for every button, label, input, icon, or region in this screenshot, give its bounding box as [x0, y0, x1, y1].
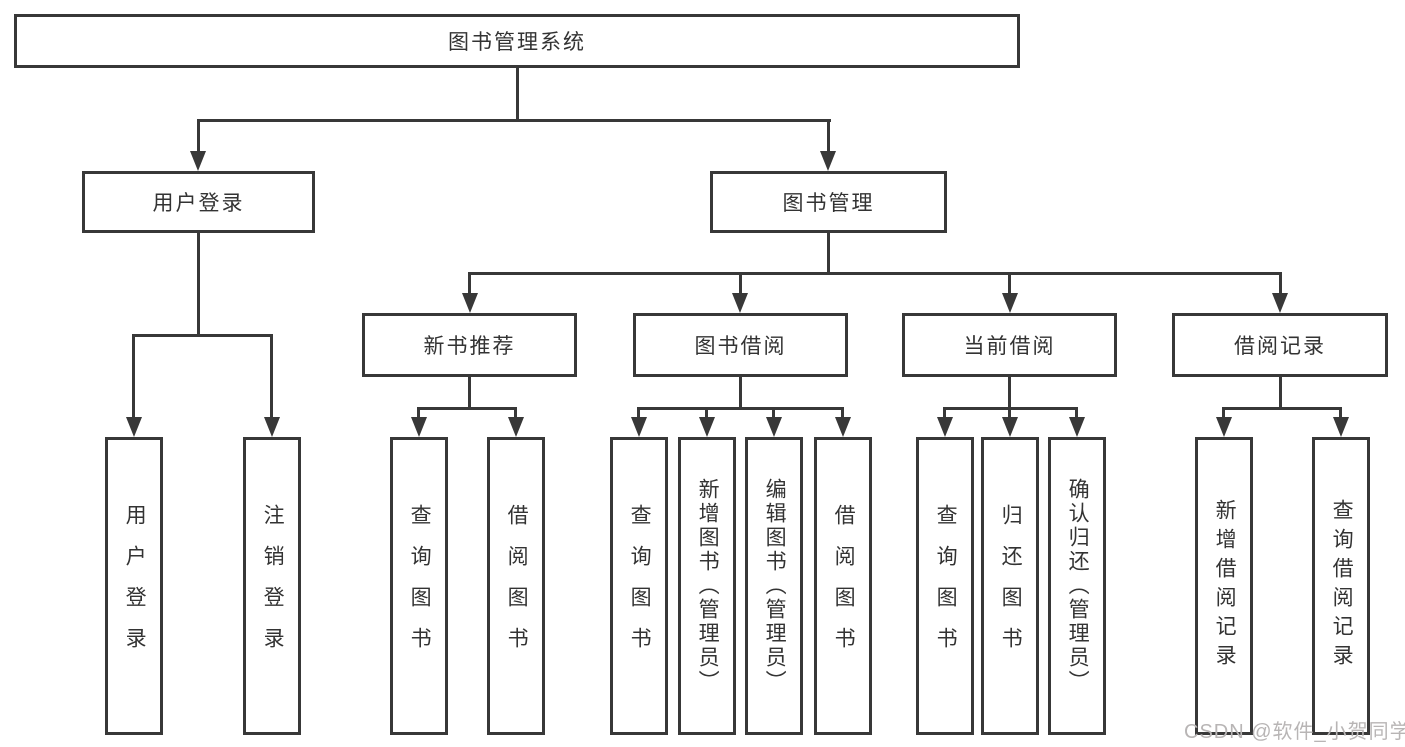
arrowhead-down-icon — [126, 417, 142, 437]
arrowhead-down-icon — [190, 151, 206, 171]
leaf-confirm-return-admin: 确认归还（管理员） — [1048, 437, 1106, 735]
connector-stub — [739, 272, 742, 295]
leaf-borrow-books-2-label: 借阅图书 — [832, 504, 856, 668]
arrowhead-down-icon — [1002, 293, 1018, 313]
leaf-edit-book-admin-label: 编辑图书（管理员） — [763, 478, 787, 694]
leaf-confirm-return-admin-label: 确认归还（管理员） — [1066, 478, 1090, 694]
node-user-login: 用户登录 — [82, 171, 315, 233]
connector-borrow-stem — [739, 377, 742, 409]
leaf-borrow-books-1: 借阅图书 — [487, 437, 545, 735]
arrowhead-down-icon — [937, 417, 953, 437]
connector-newbook-stem — [468, 377, 471, 409]
arrowhead-down-icon — [1216, 417, 1232, 437]
arrowhead-down-icon — [766, 417, 782, 437]
connector-root-stem — [516, 68, 519, 120]
node-borrow-records: 借阅记录 — [1172, 313, 1388, 377]
connector-newbook-bar — [417, 407, 517, 410]
connector-stub — [705, 407, 708, 419]
arrowhead-down-icon — [820, 151, 836, 171]
node-root-label: 图书管理系统 — [448, 31, 586, 54]
connector-stub — [197, 119, 200, 153]
connector-stub — [1008, 407, 1011, 419]
leaf-query-books-3: 查询图书 — [916, 437, 974, 735]
node-current-borrow: 当前借阅 — [902, 313, 1117, 377]
arrowhead-down-icon — [631, 417, 647, 437]
leaf-add-book-admin-label: 新增图书（管理员） — [696, 478, 720, 694]
leaf-query-books-2-label: 查询图书 — [628, 504, 652, 668]
connector-stub — [841, 407, 844, 419]
leaf-logout-label: 注销登录 — [261, 504, 285, 668]
connector-stub — [1279, 272, 1282, 295]
leaf-query-borrow-record: 查询借阅记录 — [1312, 437, 1370, 735]
arrowhead-down-icon — [1272, 293, 1288, 313]
connector-stub — [270, 334, 273, 419]
leaf-return-books-label: 归还图书 — [999, 504, 1023, 668]
leaf-query-books-1-label: 查询图书 — [408, 504, 432, 668]
connector-stub — [1339, 407, 1342, 419]
leaf-borrow-books-2: 借阅图书 — [814, 437, 872, 735]
arrowhead-down-icon — [462, 293, 478, 313]
connector-stub — [1008, 272, 1011, 295]
leaf-add-book-admin: 新增图书（管理员） — [678, 437, 736, 735]
connector-login-bar — [132, 334, 273, 337]
node-book-mgmt: 图书管理 — [710, 171, 947, 233]
leaf-borrow-books-1-label: 借阅图书 — [505, 504, 529, 668]
leaf-add-borrow-record-label: 新增借阅记录 — [1213, 499, 1237, 673]
connector-stub — [827, 119, 830, 153]
leaf-edit-book-admin: 编辑图书（管理员） — [745, 437, 803, 735]
connector-mgmt-stem — [827, 233, 830, 274]
connector-records-stem — [1279, 377, 1282, 409]
leaf-return-books: 归还图书 — [981, 437, 1039, 735]
connector-l1-bar — [197, 119, 831, 122]
csdn-watermark: CSDN @软件_小贺同学 — [1184, 721, 1405, 743]
connector-stub — [943, 407, 946, 419]
connector-stub — [468, 272, 471, 295]
connector-current-stem — [1008, 377, 1011, 409]
leaf-logout: 注销登录 — [243, 437, 301, 735]
node-root: 图书管理系统 — [14, 14, 1020, 68]
leaf-query-books-2: 查询图书 — [610, 437, 668, 735]
node-new-book-rec: 新书推荐 — [362, 313, 577, 377]
connector-records-bar — [1222, 407, 1342, 410]
arrowhead-down-icon — [1069, 417, 1085, 437]
connector-login-stem — [197, 233, 200, 336]
connector-stub — [514, 407, 517, 419]
leaf-query-books-3-label: 查询图书 — [934, 504, 958, 668]
connector-stub — [637, 407, 640, 419]
node-borrow-records-label: 借阅记录 — [1234, 335, 1326, 358]
node-book-borrow: 图书借阅 — [633, 313, 848, 377]
connector-stub — [1075, 407, 1078, 419]
connector-stub — [132, 334, 135, 419]
arrowhead-down-icon — [264, 417, 280, 437]
node-user-login-label: 用户登录 — [152, 192, 245, 215]
node-current-borrow-label: 当前借阅 — [963, 335, 1056, 358]
connector-stub — [417, 407, 420, 419]
arrowhead-down-icon — [699, 417, 715, 437]
arrowhead-down-icon — [835, 417, 851, 437]
leaf-user-login: 用户登录 — [105, 437, 163, 735]
arrowhead-down-icon — [411, 417, 427, 437]
node-book-borrow-label: 图书借阅 — [694, 335, 787, 358]
connector-mgmt-bar — [468, 272, 1282, 275]
leaf-query-borrow-record-label: 查询借阅记录 — [1330, 499, 1354, 673]
arrowhead-down-icon — [732, 293, 748, 313]
leaf-query-books-1: 查询图书 — [390, 437, 448, 735]
leaf-add-borrow-record: 新增借阅记录 — [1195, 437, 1253, 735]
node-book-mgmt-label: 图书管理 — [782, 192, 875, 215]
node-new-book-rec-label: 新书推荐 — [423, 335, 516, 358]
arrowhead-down-icon — [508, 417, 524, 437]
connector-stub — [1222, 407, 1225, 419]
arrowhead-down-icon — [1333, 417, 1349, 437]
leaf-user-login-label: 用户登录 — [123, 504, 147, 668]
connector-borrow-bar — [637, 407, 844, 410]
arrowhead-down-icon — [1002, 417, 1018, 437]
connector-stub — [772, 407, 775, 419]
